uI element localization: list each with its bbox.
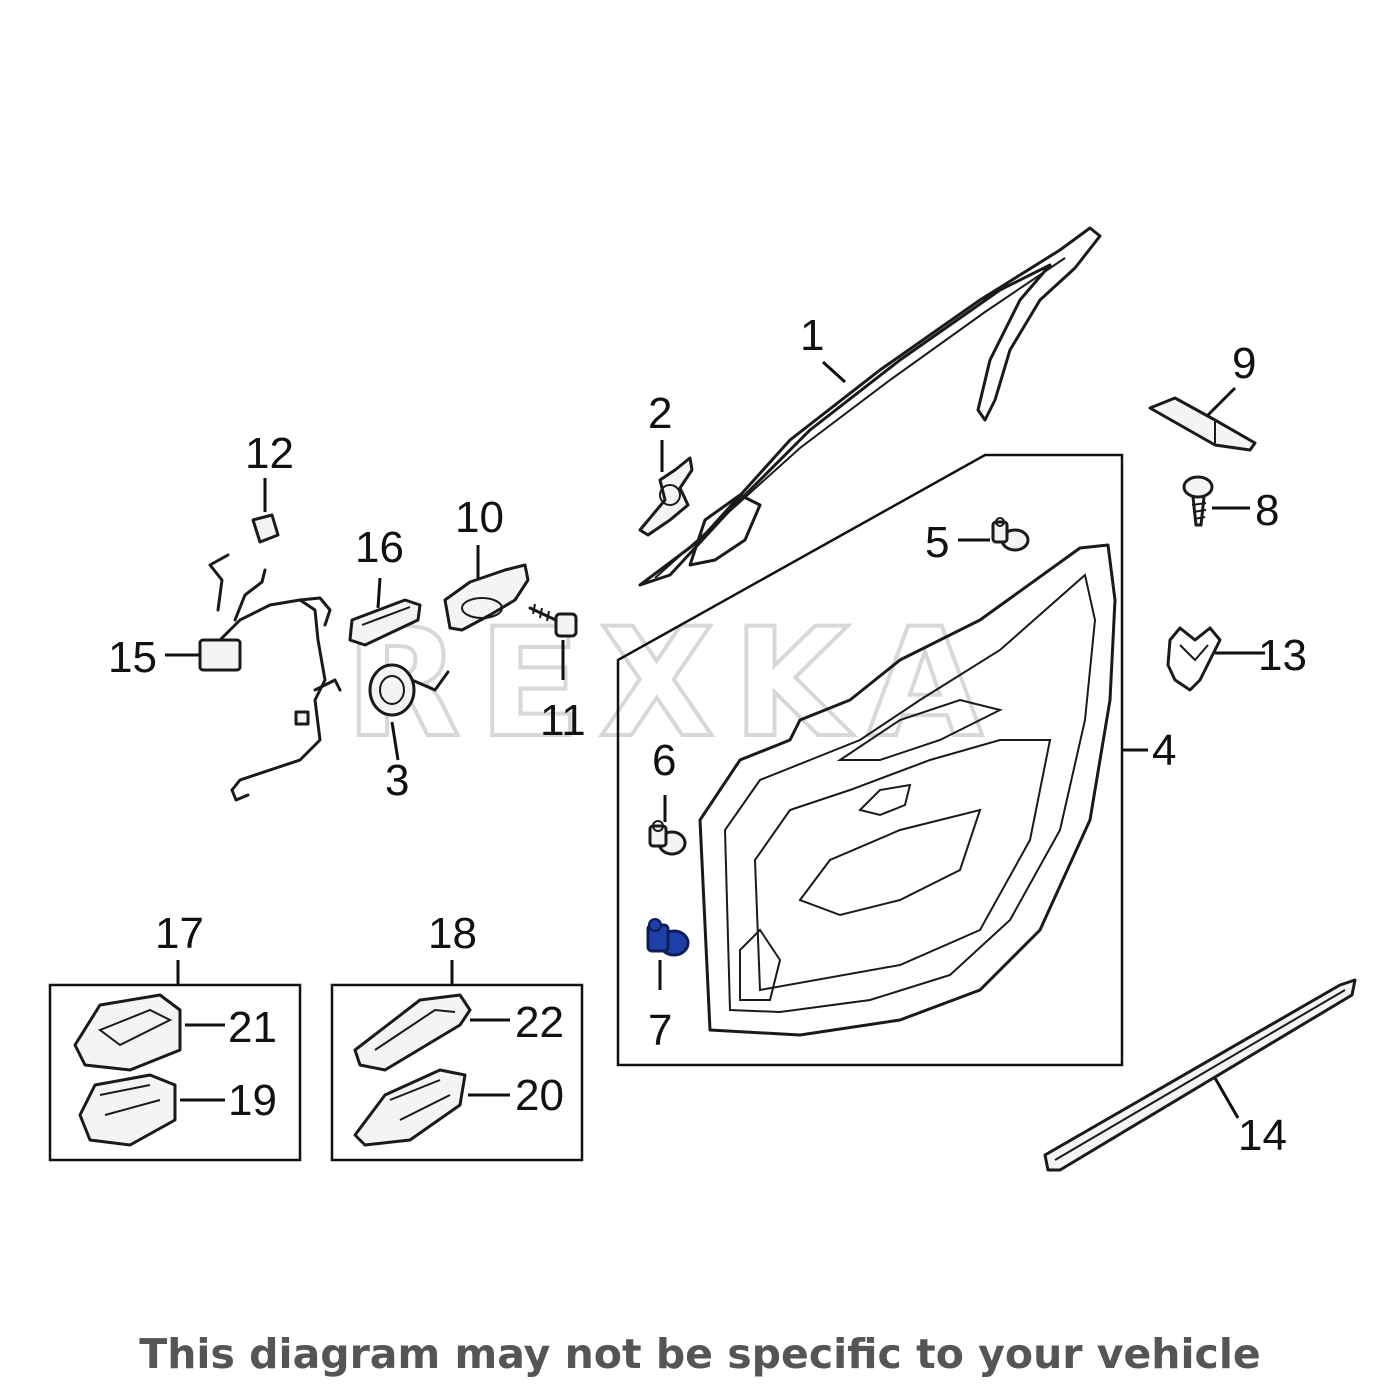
kit-17-box bbox=[48, 983, 302, 1162]
callout-16: 16 bbox=[355, 523, 404, 572]
part-12-connector bbox=[251, 513, 280, 544]
callout-14: 14 bbox=[1238, 1111, 1287, 1160]
callout-2: 2 bbox=[648, 389, 672, 438]
part-13-clip bbox=[1166, 626, 1222, 692]
callout-5: 5 bbox=[925, 518, 949, 567]
callout-13: 13 bbox=[1258, 631, 1307, 680]
callout-labels: 1 2 3 4 5 6 7 8 9 10 11 12 13 14 15 16 1… bbox=[108, 311, 1307, 1160]
part-3-speaker bbox=[368, 663, 450, 717]
callout-18: 18 bbox=[428, 909, 477, 958]
callout-12: 12 bbox=[245, 429, 294, 478]
part-10-inside-handle bbox=[443, 563, 530, 632]
callout-4: 4 bbox=[1152, 726, 1176, 775]
part-21-switch-bezel bbox=[73, 993, 182, 1072]
callout-11: 11 bbox=[540, 696, 586, 745]
part-7-clip-highlighted bbox=[646, 918, 690, 957]
callout-7: 7 bbox=[648, 1006, 672, 1055]
part-2-bracket bbox=[638, 456, 694, 537]
callout-8: 8 bbox=[1255, 486, 1279, 535]
kit-18-box bbox=[330, 983, 584, 1162]
part-19-window-switch bbox=[78, 1073, 177, 1147]
part-14-belt-moulding bbox=[1043, 978, 1357, 1172]
callout-3: 3 bbox=[385, 756, 409, 805]
callout-20: 20 bbox=[515, 1071, 564, 1120]
disclaimer-note: This diagram may not be specific to your… bbox=[139, 1330, 1261, 1378]
callout-9: 9 bbox=[1232, 339, 1256, 388]
part-1-weatherstrip bbox=[638, 226, 1102, 587]
callout-17: 17 bbox=[155, 909, 204, 958]
part-16-pull-handle bbox=[348, 598, 422, 647]
part-8-screw bbox=[1182, 475, 1214, 527]
part-15-wiring-harness bbox=[198, 553, 342, 802]
callout-21: 21 bbox=[228, 1003, 277, 1052]
part-11-bolt bbox=[528, 603, 578, 638]
callout-6: 6 bbox=[652, 736, 676, 785]
part-5-clip bbox=[991, 517, 1030, 552]
part-22-switch-bezel bbox=[353, 993, 472, 1072]
callout-22: 22 bbox=[515, 998, 564, 1047]
leader-lines bbox=[165, 360, 1265, 1119]
callout-19: 19 bbox=[228, 1076, 277, 1125]
part-9-cover bbox=[1148, 396, 1257, 452]
callout-10: 10 bbox=[455, 493, 504, 542]
part-4-door-trim-panel bbox=[616, 453, 1124, 1067]
callout-15: 15 bbox=[108, 633, 157, 682]
part-6-clip bbox=[648, 820, 687, 856]
callout-1: 1 bbox=[800, 311, 824, 360]
part-20-window-switch bbox=[353, 1068, 467, 1147]
